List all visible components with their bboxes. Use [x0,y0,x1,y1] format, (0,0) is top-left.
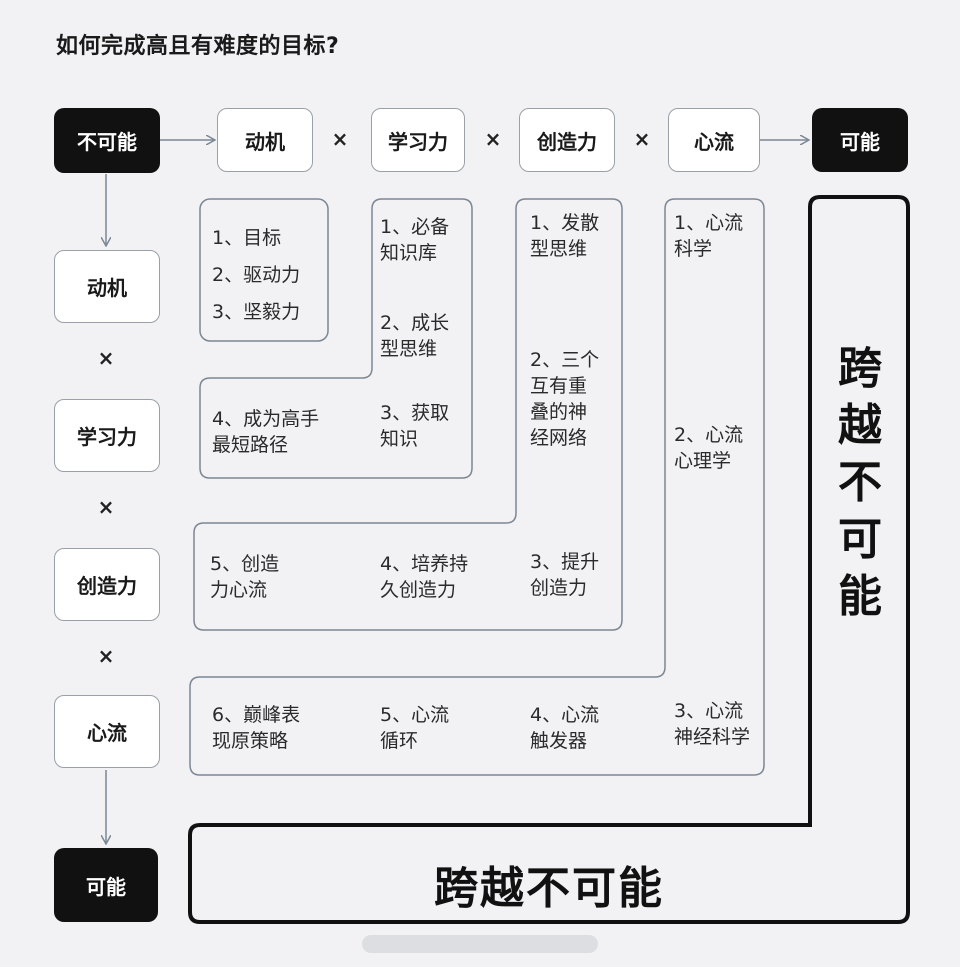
creativity-item-1: 1、发散 型思维 [530,212,600,260]
flow-item-2: 2、心流 心理学 [674,424,744,472]
top-start-impossible: 不可能 [54,108,160,173]
top-creativity: 创造力 [519,108,615,172]
creativity-item-3: 3、提升 创造力 [530,551,600,599]
learning-item-4: 4、成为高手 最短路径 [212,408,320,456]
creativity-item-4: 4、培养持 久创造力 [380,553,469,601]
flow-outline [189,198,765,776]
flow-item-3: 3、心流 神经科学 [674,700,751,748]
creativity-outline [193,198,623,631]
left-times-3: × [97,644,115,668]
top-end-possible: 可能 [812,108,908,172]
left-motivation: 动机 [54,250,160,323]
motivation-item-2: 2、驱动力 [212,264,301,286]
top-flow: 心流 [668,108,760,172]
left-times-1: × [97,346,115,370]
top-times-3: × [633,127,651,151]
flow-item-4: 4、心流 触发器 [530,704,600,752]
left-end-possible: 可能 [54,848,158,922]
learning-item-1: 1、必备 知识库 [380,216,450,264]
page-title: 如何完成高且有难度的目标? [56,34,340,59]
slogan-horizontal: 跨越不可能 [434,863,664,914]
learning-item-2: 2、成长 型思维 [380,312,450,360]
flow-item-5: 5、心流 循环 [380,704,450,752]
slogan-frame [188,195,910,924]
learning-item-3: 3、获取 知识 [380,402,450,450]
creativity-item-5: 5、创造 力心流 [210,553,280,601]
flow-item-1: 1、心流 科学 [674,212,744,260]
motivation-item-1: 1、目标 [212,227,282,249]
top-times-2: × [484,127,502,151]
left-flow: 心流 [54,695,160,768]
top-times-1: × [331,127,349,151]
learning-outline [199,198,473,479]
left-creativity: 创造力 [54,548,160,621]
flow-item-6: 6、巅峰表 现原策略 [212,704,301,752]
slogan-vertical: 跨越不可能 [838,343,882,622]
creativity-item-2: 2、三个 互有重 叠的神 经网络 [530,349,600,449]
left-times-2: × [97,495,115,519]
top-motivation: 动机 [217,108,313,172]
top-learning: 学习力 [371,108,465,172]
left-learning: 学习力 [54,399,160,472]
watermark-blur [362,935,598,953]
motivation-item-3: 3、坚毅力 [212,301,301,323]
motivation-outline [199,198,329,342]
